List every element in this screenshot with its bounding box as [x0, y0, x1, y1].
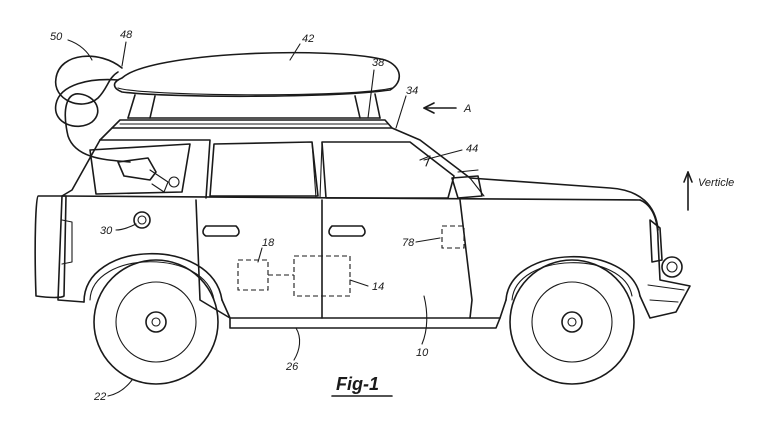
label-34: 34 [406, 85, 418, 97]
label-78: 78 [402, 237, 415, 249]
doors [195, 199, 473, 319]
label-18: 18 [262, 237, 275, 249]
spare-tire [34, 195, 73, 299]
label-44: 44 [466, 143, 478, 155]
charge-plug [117, 157, 180, 193]
label-38: 38 [372, 57, 385, 69]
charge-port [133, 211, 151, 229]
windows [89, 139, 455, 199]
leader-lines [67, 39, 463, 397]
label-50: 50 [50, 31, 63, 43]
label-22: 22 [93, 391, 106, 403]
cargo-pod [113, 51, 400, 119]
internal-components [237, 225, 465, 297]
label-10: 10 [416, 347, 429, 359]
figure-caption: Fig-1 [336, 374, 379, 394]
front-wheel [509, 259, 635, 385]
rear-wheel [93, 259, 219, 385]
label-14: 14 [372, 281, 384, 293]
label-48: 48 [120, 29, 133, 41]
vehicle-body [57, 127, 691, 329]
vertical-arrow [683, 171, 693, 211]
label-30: 30 [100, 225, 113, 237]
label-vertical: Verticle [698, 177, 734, 189]
direction-arrow [423, 102, 457, 114]
charging-cable [54, 55, 131, 163]
roof-rack [111, 119, 393, 129]
label-26: 26 [285, 361, 299, 373]
label-a: A [463, 103, 471, 115]
label-42: 42 [302, 33, 314, 45]
